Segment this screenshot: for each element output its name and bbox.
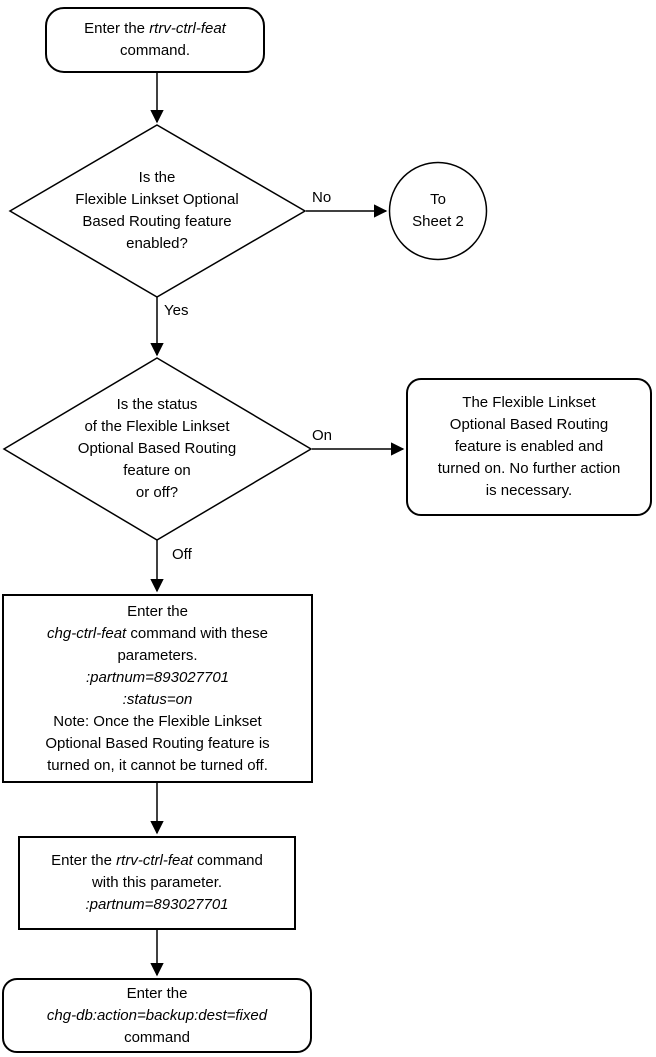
start-node-command: rtrv-ctrl-feat [149,20,226,37]
process1-note-line3: turned on, it cannot be turned off. [47,756,268,774]
result-line: turned on. No further action [437,460,621,477]
offpage-connector-circle [388,161,488,261]
edge-label-on: On [312,427,333,444]
start-node-line2: command. [119,42,191,59]
process1-line1: Enter the [127,602,188,620]
process1-command: chg-ctrl-feat [47,624,127,642]
process-rtrv-ctrl-feat-node: Enter the rtrv-ctrl-feat command with th… [18,836,296,930]
edge-label-no: No [312,189,332,206]
decision2-line: of the Flexible Linkset [84,418,230,435]
decision1-line: Is the [138,169,176,186]
process1-param2: :status=on [122,690,193,708]
decision-feature-enabled-text: Is the Flexible Linkset Optional Based R… [17,155,297,267]
process1-line2: chg-ctrl-feat command with these [47,623,268,645]
process2-line1: Enter the rtrv-ctrl-feat command [51,850,263,872]
decision1-line: Flexible Linkset Optional [75,191,239,208]
decision2-line: feature on [123,462,191,479]
result-line: Optional Based Routing [449,416,609,433]
decision2-line: or off? [135,484,179,501]
result-line: feature is enabled and [454,438,604,455]
edge-label-off: Off [172,546,192,563]
result-line: is necessary. [485,482,573,499]
offpage-line: Sheet 2 [412,213,464,230]
process-backup-db-node: Enter the chg-db:action=backup:dest=fixe… [2,978,312,1053]
start-node-text: Enter the [84,20,150,37]
decision1-line: enabled? [126,235,188,252]
process1-line2-rest: command with these [126,624,268,642]
backup-line3: command [124,1028,190,1046]
backup-line1: Enter the [126,984,188,1002]
process2-line2: with this parameter. [91,874,223,891]
decision2-line: Optional Based Routing [77,440,237,457]
process2-param: :partnum=893027701 [85,896,229,913]
process2-prefix: Enter the [51,852,117,869]
backup-command: chg-db:action=backup:dest=fixed [46,1006,268,1024]
process2-suffix: command [192,852,263,869]
process2-command: rtrv-ctrl-feat [116,852,193,869]
process1-param1: :partnum=893027701 [85,668,230,686]
process1-note-line1: Note: Once the Flexible Linkset [53,712,262,730]
process1-note-line2: Optional Based Routing feature is [45,734,270,752]
process-chg-ctrl-feat-node: Enter the chg-ctrl-feat command with the… [2,594,313,783]
offpage-connector-text: To Sheet 2 [389,162,487,260]
decision2-line: Is the status [116,396,198,413]
result-feature-on-node: The Flexible Linkset Optional Based Rout… [406,378,652,516]
result-line: The Flexible Linkset [462,394,596,411]
decision1-line: Based Routing feature [82,213,232,230]
start-node-line1: Enter the rtrv-ctrl-feat [84,18,226,40]
decision-status-text: Is the status of the Flexible Linkset Op… [7,394,307,504]
offpage-line: To [430,191,446,208]
process1-line3: parameters. [117,646,198,664]
start-node: Enter the rtrv-ctrl-feat command. [45,7,265,73]
edge-label-yes: Yes [164,302,189,319]
